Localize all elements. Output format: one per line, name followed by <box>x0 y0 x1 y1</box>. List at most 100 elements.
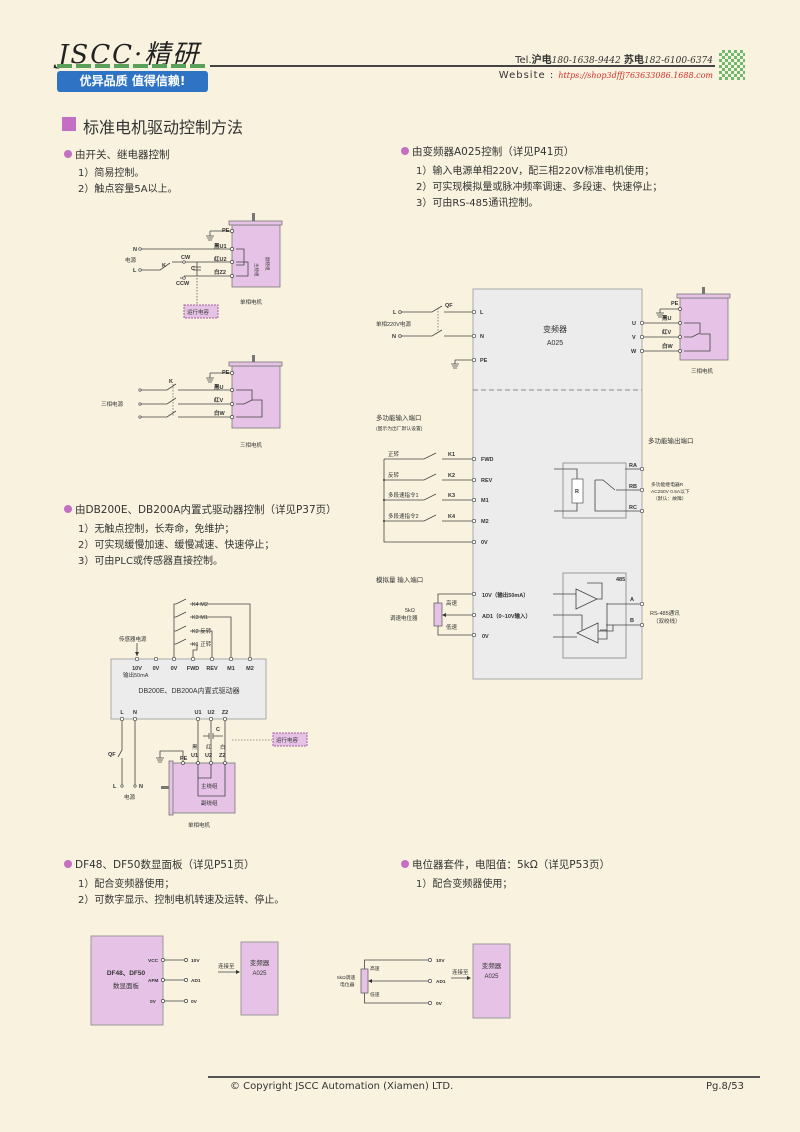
contact-website: Website : https://shop3dffj763633086.168… <box>499 70 713 81</box>
input-cmd-4: 多段速指令2 <box>388 512 419 520</box>
terminal-10v: 10V（输出50mA） <box>482 591 529 599</box>
terminal-fwd: FWD <box>187 666 200 672</box>
terminal-0v: 0V <box>171 666 178 672</box>
terminal-l: L <box>480 310 484 316</box>
label-high-speed: 高速 <box>370 965 380 972</box>
motor-body <box>171 762 236 814</box>
label-motor: 单相电机 <box>240 298 263 306</box>
terminal-m1: M1 <box>227 666 235 672</box>
bullet-icon <box>401 147 409 155</box>
rs485-cable: （双绞线） <box>653 617 681 625</box>
su-label: 苏电 <box>623 55 644 66</box>
rs485-desc: RS-485通讯 <box>650 609 680 617</box>
switch-k2: K2 <box>448 473 455 479</box>
input-cmd-2: 反转 <box>388 471 400 479</box>
diagram-three-phase-switch: PE 黑U 红V 白W K 三相电源 三相电机 <box>101 355 283 449</box>
driver-bottom-terminals <box>119 716 228 722</box>
label-n: N <box>133 247 137 253</box>
pot-name-2: 电位器 <box>340 981 355 988</box>
website-link[interactable]: https://shop3dffj763633086.1688.com <box>558 71 713 80</box>
label-u2: 红U2 <box>214 255 227 263</box>
input-port-title: 多功能输入端口 <box>376 413 422 422</box>
label-run-capacitor: 运行电容 <box>187 308 210 316</box>
potentiometer <box>433 602 443 627</box>
label-high-speed: 高速 <box>446 599 458 607</box>
section-heading-df: DF48、DF50数显面板（详见P51页） <box>64 857 255 872</box>
input-cmd-1: 正转 <box>388 450 400 458</box>
label-w: 白W <box>214 409 226 417</box>
diagram-inverter-a025: 变频器 A025 L N 单相220V电源 QF L N PE U V W PE… <box>376 287 731 680</box>
terminal-v: V <box>632 335 636 341</box>
diagram-db200-driver: DB200E、DB200A内置式驱动器 10V 0V 0V FWD REV M1… <box>108 598 308 829</box>
driver-body <box>110 658 267 720</box>
section-heading-db200: 由DB200E、DB200A内置式驱动器控制（详见P37页） <box>64 502 337 517</box>
title-marker <box>62 117 76 131</box>
df-panel-body <box>90 935 164 1026</box>
terminal-rev: REV <box>206 666 218 672</box>
terminal-10v: 10V <box>436 958 445 964</box>
label-power: 单相220V电源 <box>376 320 411 328</box>
label-n: N <box>392 334 396 340</box>
heading-text: DF48、DF50数显面板（详见P51页） <box>75 859 255 871</box>
diagram-potentiometer-kit: 10V AD1 0V 高速 低速 5kΩ调速 电位器 连接至 变频器 A025 <box>337 943 511 1019</box>
footer-divider <box>208 1076 760 1078</box>
label-qf: QF <box>108 752 116 758</box>
df-afm: AFM <box>148 978 158 984</box>
arrow-icon <box>467 976 471 980</box>
label-aux-winding: 副绕组 <box>201 799 218 807</box>
inverter-model: A025 <box>547 340 563 347</box>
relay-desc-3: （默认：故障） <box>653 495 687 502</box>
heading-text: 由变频器A025控制（详见P41页） <box>412 146 575 158</box>
bullet-icon <box>64 505 72 513</box>
section-heading-pot: 电位器套件，电阻值：5kΩ（详见P53页） <box>401 857 610 872</box>
inverter-model: A025 <box>484 974 499 980</box>
relay-r: R <box>575 489 579 495</box>
inverter-name: 变频器 <box>482 961 502 970</box>
terminal-rb: RB <box>629 484 637 490</box>
label-qf: QF <box>445 303 453 309</box>
connect-to: 连接至 <box>452 968 469 976</box>
label-low-speed: 低速 <box>370 991 380 998</box>
diagram-df-panel: DF48、DF50 数显面板 VCC AFM 0V 10V AD1 0V 连接至… <box>90 935 279 1026</box>
df-name: DF48、DF50 <box>107 970 146 977</box>
inverter-name: 变频器 <box>543 324 567 334</box>
terminal-m2: M2 <box>481 519 489 525</box>
terminal-ad1: AD1 <box>436 979 446 985</box>
switch-k4: K4 <box>448 514 456 520</box>
footer-copyright: © Copyright JSCC Automation (Xiamen) LTD… <box>230 1081 454 1092</box>
terminal-n: N <box>480 334 484 340</box>
analog-port-title: 模拟量 输入端口 <box>376 575 423 584</box>
terminal-10v: 10V <box>191 958 200 964</box>
heading-text: 电位器套件，电阻值：5kΩ（详见P53页） <box>412 859 610 871</box>
pot-name-1: 5kΩ调速 <box>337 974 355 981</box>
page-title: 标准电机驱动控制方法 <box>83 118 244 137</box>
motor-u2: U2 <box>205 753 212 759</box>
label-l: L <box>133 268 137 274</box>
label-power: 电源 <box>124 793 136 801</box>
list-item: 1）配合变频器使用； <box>416 879 513 890</box>
label-main-winding: 主绕组 <box>253 263 260 277</box>
header-divider <box>210 65 715 67</box>
terminal-ad1: AD1（0~10V输入） <box>482 612 531 620</box>
motor-pe: PE <box>671 301 679 307</box>
label-power: 电源 <box>125 256 137 264</box>
list-item: 2）可数字显示、控制电机转速及运转、停止。 <box>78 895 285 906</box>
su-phone: 182-6100-6374 <box>643 56 713 66</box>
label-z2: 白Z2 <box>214 268 226 276</box>
list-item: 1）无触点控制，长寿命，免维护； <box>78 524 235 535</box>
inverter-body <box>472 288 643 680</box>
label-c: C <box>216 727 220 733</box>
checker-decoration <box>719 50 745 80</box>
switch-k2: K2 反转 <box>192 627 212 635</box>
label-ccw: CCW <box>176 281 190 287</box>
diagram-single-phase-switch: PE 黑U1 红U2 白Z2 N L 电源 K CW CCW C 运行电容 主绕… <box>125 213 283 319</box>
terminal-m1: M1 <box>481 498 489 504</box>
label-v: 红V <box>214 396 224 404</box>
logo-dashes <box>57 64 208 68</box>
bullet-icon <box>401 860 409 868</box>
df-subname: 数显面板 <box>113 981 140 990</box>
terminal-a: A <box>630 597 634 603</box>
rs485-label: 485 <box>616 577 625 583</box>
page-number: Pg.8/53 <box>706 1081 745 1092</box>
section-heading-switch: 由开关、继电器控制 <box>64 147 170 162</box>
